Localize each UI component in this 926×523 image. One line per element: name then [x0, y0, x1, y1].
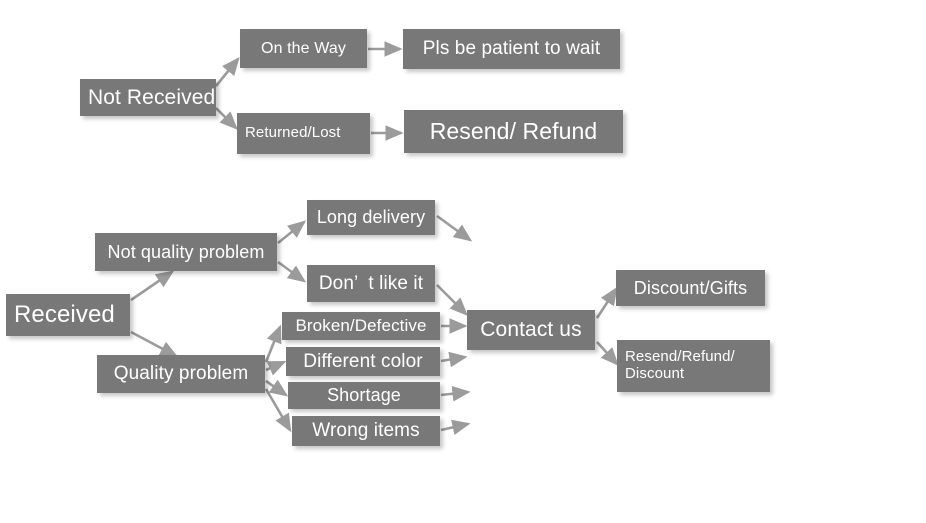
node-dont-like[interactable]: Don’ t like it: [307, 265, 435, 302]
connector-e-quality-different: [265, 360, 287, 376]
node-shortage[interactable]: Shortage: [288, 382, 440, 409]
node-pls-be-patient[interactable]: Pls be patient to wait: [403, 29, 620, 69]
connector-e-wrong-contact: [440, 419, 471, 435]
node-resend-refund[interactable]: Resend/ Refund: [404, 110, 623, 153]
node-not-received[interactable]: Not Received: [80, 79, 216, 116]
connector-e-shortage-contact: [440, 385, 471, 402]
node-returned-lost[interactable]: Returned/Lost: [237, 113, 370, 154]
connector-e-quality-broken: [264, 324, 282, 363]
connector-e-notquality-dontlike: [277, 260, 307, 283]
connector-e-longdelivery-contact: [436, 214, 473, 242]
connector-e-dontlike-contact: [436, 284, 468, 316]
node-wrong-items[interactable]: Wrong items: [292, 416, 440, 446]
connector-e-notreceived-returned: [215, 107, 238, 130]
node-on-the-way[interactable]: On the Way: [240, 29, 367, 68]
node-received[interactable]: Received: [6, 294, 130, 336]
connector-e-contact-discount: [595, 286, 618, 319]
node-contact-us[interactable]: Contact us: [467, 310, 595, 350]
node-resend-refund-disc[interactable]: Resend/Refund/ Discount: [617, 340, 770, 392]
connector-e-notreceived-ontheway: [214, 56, 240, 87]
node-different-color[interactable]: Different color: [286, 347, 440, 376]
connector-e-received-quality: [130, 330, 179, 358]
node-long-delivery[interactable]: Long delivery: [307, 200, 435, 235]
node-broken-defective[interactable]: Broken/Defective: [282, 312, 440, 340]
node-quality[interactable]: Quality problem: [97, 355, 265, 393]
connector-e-received-notquality: [130, 270, 175, 302]
node-not-quality[interactable]: Not quality problem: [95, 233, 277, 271]
connector-e-different-contact: [440, 351, 468, 368]
connector-e-contact-resend: [596, 341, 619, 366]
connector-e-quality-shortage: [265, 379, 289, 397]
connector-e-notquality-longdelivery: [277, 220, 307, 245]
node-discount-gifts[interactable]: Discount/Gifts: [616, 270, 765, 306]
connector-e-quality-wrong: [264, 388, 292, 433]
